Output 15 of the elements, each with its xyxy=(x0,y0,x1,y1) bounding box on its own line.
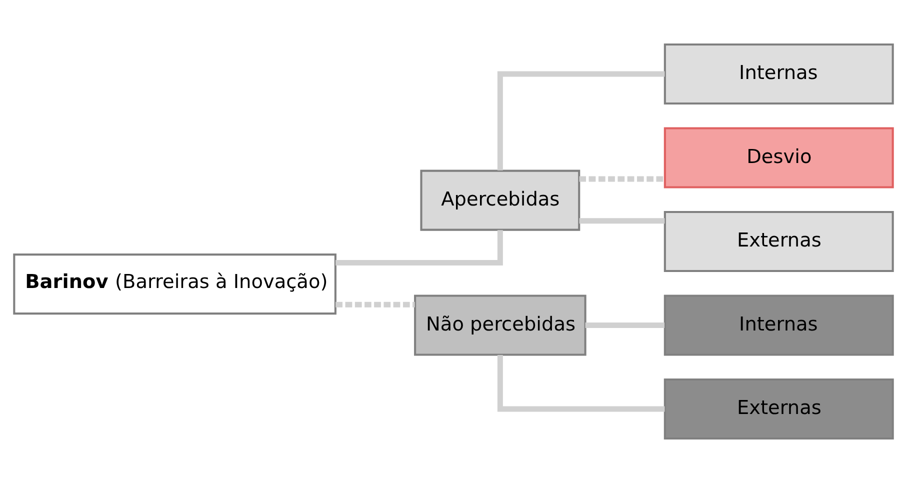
connector xyxy=(579,176,665,182)
node-box: Internas xyxy=(664,294,894,356)
node-box: Desvio xyxy=(664,127,894,188)
node-box: Internas xyxy=(664,43,894,105)
node-box: Externas xyxy=(664,210,894,272)
node-box: Externas xyxy=(664,378,894,440)
node-box: Não percebidas xyxy=(414,294,586,356)
connector xyxy=(336,302,415,308)
connector xyxy=(579,218,665,224)
node-box: Barinov (Barreiras à Inovação) xyxy=(13,254,336,315)
connector xyxy=(336,230,503,266)
connector xyxy=(497,355,665,412)
node-box: Apercebidas xyxy=(420,170,580,231)
connector xyxy=(585,322,664,328)
connector xyxy=(497,71,665,170)
